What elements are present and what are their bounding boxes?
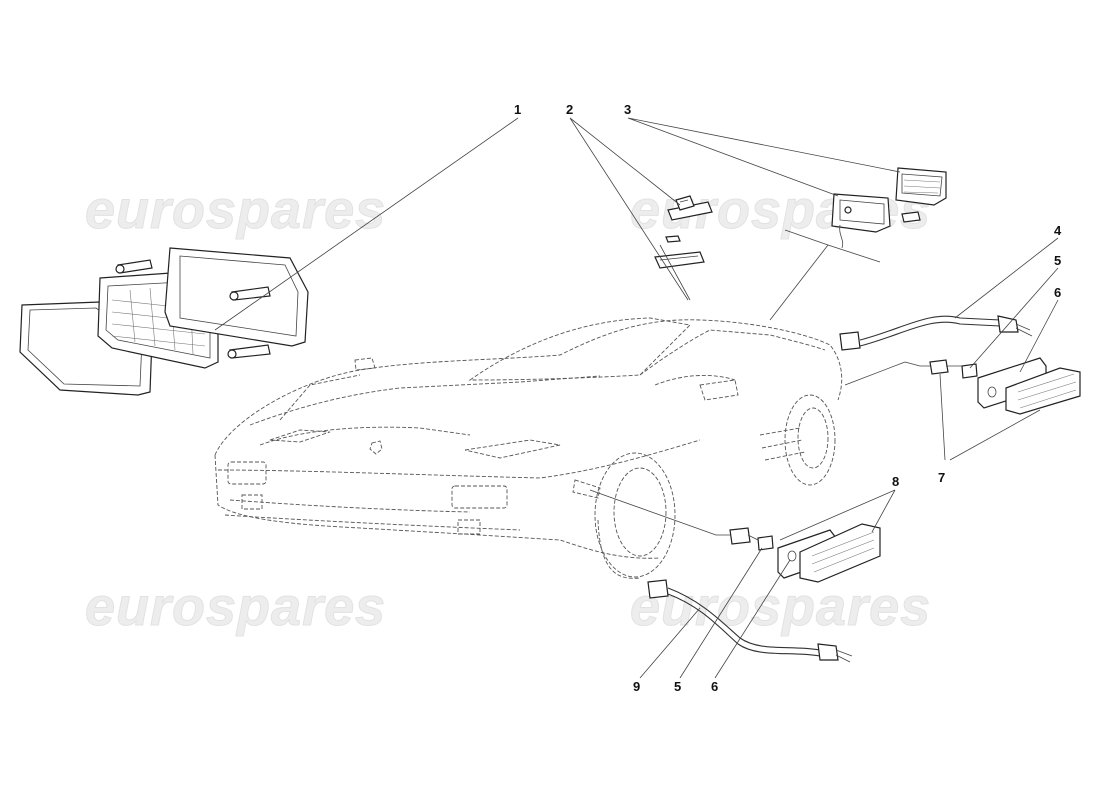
- callout-4: 4: [1054, 223, 1062, 238]
- callout-2: 2: [566, 102, 573, 117]
- callout-8: 8: [892, 474, 899, 489]
- callout-labels: 1 2 3 4 5 6 7 8 9 5 6: [514, 102, 1062, 694]
- callout-6-bottom: 6: [711, 679, 718, 694]
- watermark-text: eurospares: [630, 577, 931, 637]
- wiring-harness-rear: [839, 315, 1033, 351]
- rear-lamp-units: [831, 167, 947, 249]
- headlamp-assembly: [19, 247, 309, 396]
- callout-5-bottom: 5: [674, 679, 681, 694]
- watermark-text: eurospares: [85, 180, 386, 240]
- leader-lines: [214, 117, 1059, 679]
- callout-6-top: 6: [1054, 285, 1061, 300]
- callout-3: 3: [624, 102, 631, 117]
- callout-5-top: 5: [1054, 253, 1061, 268]
- car-outline: [214, 317, 843, 579]
- watermark-group: eurospares eurospares eurospares eurospa…: [85, 180, 931, 638]
- watermark-text: eurospares: [85, 577, 386, 637]
- callout-1: 1: [514, 102, 521, 117]
- front-side-marker: [716, 523, 881, 583]
- rear-side-marker: [920, 357, 1081, 415]
- interior-light: [654, 195, 713, 269]
- callout-9: 9: [633, 679, 640, 694]
- callout-7: 7: [938, 470, 945, 485]
